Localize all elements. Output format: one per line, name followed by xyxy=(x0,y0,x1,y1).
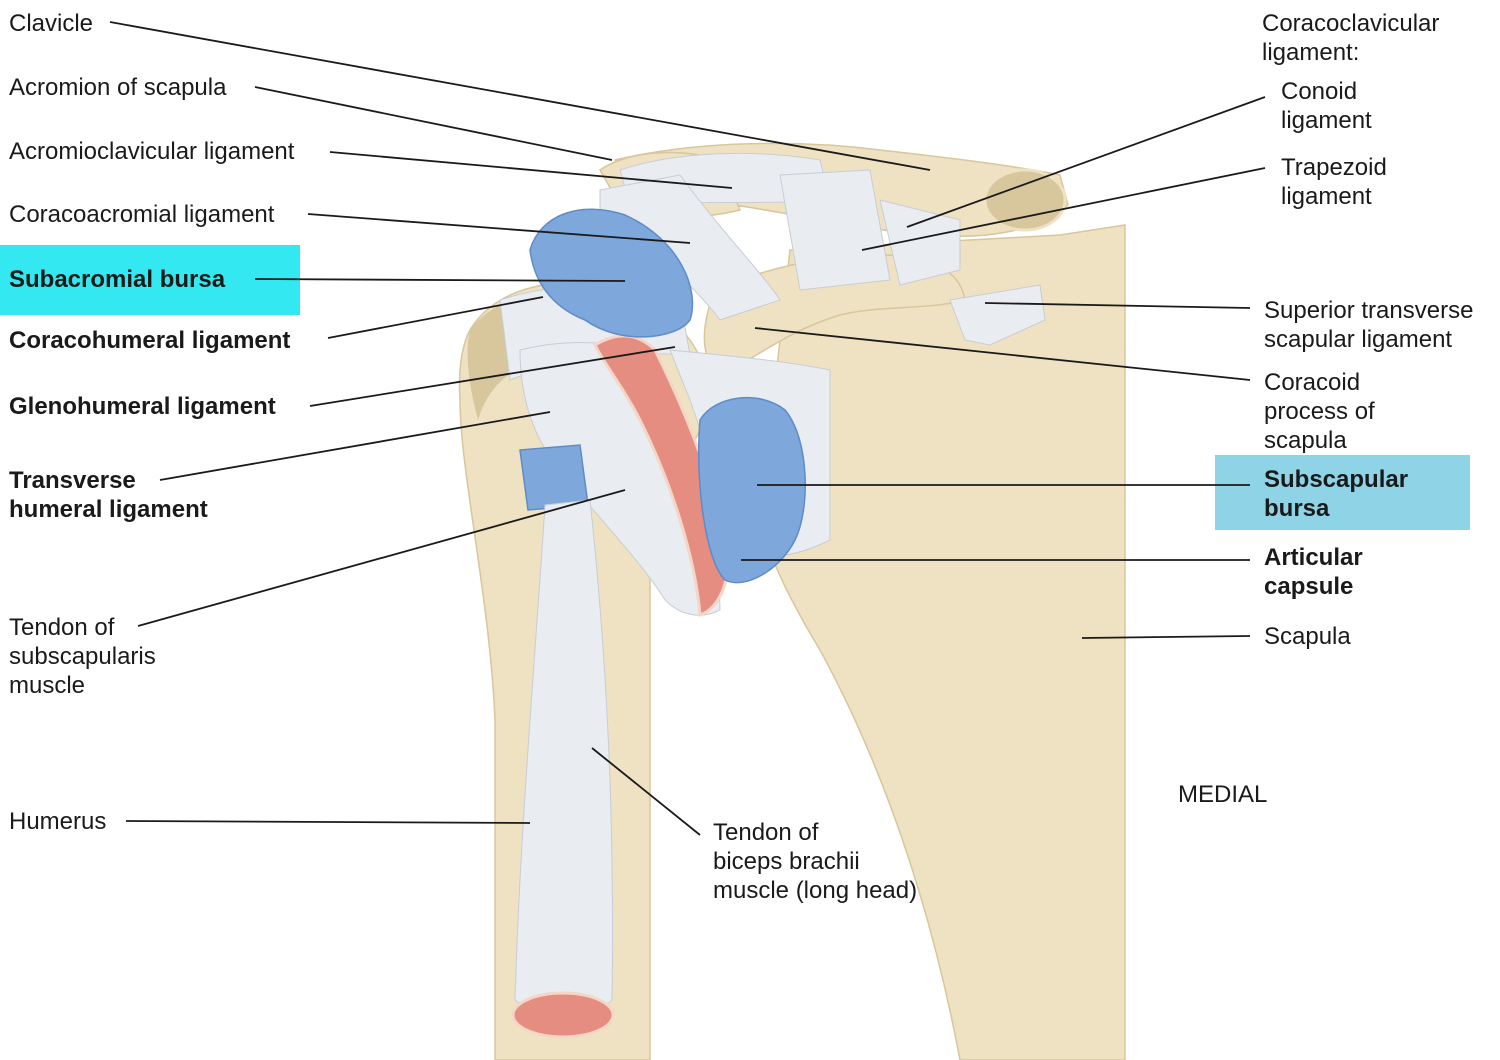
label-transverse-humeral-ligament-line-2: humeral ligament xyxy=(9,496,208,523)
label-superior-transverse-ligament-line-2: scapular ligament xyxy=(1264,326,1453,353)
label-acromion-of-scapula: Acromion of scapula xyxy=(9,73,226,102)
leader-acromioclavicular xyxy=(329,151,733,189)
label-coracoid-process-line-1: Coracoid xyxy=(1264,369,1361,396)
leader-glenohumeral xyxy=(309,346,676,407)
label-tendon-of-subscapularis-line-2: subscapularis xyxy=(9,643,156,670)
subacromial-bursa-highlight xyxy=(0,245,300,315)
label-coracohumeral-ligament-line-1: Coracohumeral ligament xyxy=(9,327,291,354)
leader-coracoid xyxy=(754,327,1251,381)
leader-coracohumeral xyxy=(327,296,544,339)
label-subscapular-bursa-line-2: bursa xyxy=(1264,495,1330,522)
label-medial-line-1: MEDIAL xyxy=(1178,781,1268,808)
subscapular-bursa-highlight xyxy=(1215,455,1470,530)
leader-transverse-humeral xyxy=(159,411,551,481)
label-coracoacromial-ligament-line-1: Coracoacromial ligament xyxy=(9,201,275,228)
label-humerus-line-1: Humerus xyxy=(9,808,107,835)
label-tendon-of-subscapularis-line-3: muscle xyxy=(9,672,86,699)
label-subscapular-bursa-line-1: Subscapular xyxy=(1264,466,1409,493)
leader-subscapularis xyxy=(137,489,626,627)
label-humerus: Humerus xyxy=(9,807,106,836)
label-coracoclavicular-ligament-line-2: ligament: xyxy=(1262,39,1360,66)
label-clavicle-line-1: Clavicle xyxy=(9,10,94,37)
label-acromioclavicular-ligament-line-1: Acromioclavicular ligament xyxy=(9,138,295,165)
label-transverse-humeral-ligament-line-1: Transverse xyxy=(9,467,136,494)
subacromial-bursa-shape xyxy=(529,208,694,338)
transverse-humeral-band xyxy=(519,444,589,511)
label-glenohumeral-ligament: Glenohumeral ligament xyxy=(9,392,276,421)
label-scapula-line-1: Scapula xyxy=(1264,623,1351,650)
conoid-ligament-shape xyxy=(879,199,961,286)
trapezoid-ligament-shape xyxy=(779,169,891,291)
label-acromion-of-scapula-line-1: Acromion of scapula xyxy=(9,74,227,101)
subscapular-bursa-shape xyxy=(698,397,806,584)
leader-trapezoid xyxy=(861,167,1266,251)
leader-biceps xyxy=(591,747,701,836)
label-conoid-ligament-line-1: Conoid xyxy=(1281,78,1358,105)
biceps-tendon-cut xyxy=(511,991,615,1039)
label-tendon-of-biceps-line-3: muscle (long head) xyxy=(713,877,918,904)
leader-clavicle xyxy=(109,21,931,171)
leader-coracoacromial xyxy=(307,213,691,244)
label-coracoid-process-line-2: process of xyxy=(1264,398,1375,425)
clavicle-cut-end xyxy=(983,168,1067,232)
label-trapezoid-ligament-line-1: Trapezoid xyxy=(1281,154,1387,181)
leader-lines xyxy=(109,21,1266,836)
label-trapezoid-ligament-line-2: ligament xyxy=(1281,183,1372,210)
leader-subacromial xyxy=(254,278,626,282)
label-tendon-of-biceps-line-1: Tendon of xyxy=(713,819,819,846)
label-glenohumeral-ligament-line-1: Glenohumeral ligament xyxy=(9,393,276,420)
label-articular-capsule-line-2: capsule xyxy=(1264,573,1354,600)
label-subacromial-bursa-line-1: Subacromial bursa xyxy=(9,266,226,293)
label-tendon-of-biceps-line-2: biceps brachii xyxy=(713,848,860,875)
label-medial: MEDIAL xyxy=(1178,780,1267,809)
label-subacromial-bursa: Subacromial bursa xyxy=(9,265,225,294)
label-conoid-ligament-line-2: ligament xyxy=(1281,107,1372,134)
label-clavicle: Clavicle xyxy=(9,9,93,38)
leader-acromion xyxy=(254,86,613,161)
leader-humerus xyxy=(125,820,531,824)
label-tendon-of-subscapularis-line-1: Tendon of xyxy=(9,614,115,641)
label-coracoacromial-ligament: Coracoacromial ligament xyxy=(9,200,274,229)
leader-superior-transverse xyxy=(984,302,1251,309)
label-articular-capsule-line-1: Articular xyxy=(1264,544,1363,571)
label-superior-transverse-ligament-line-1: Superior transverse xyxy=(1264,297,1474,324)
label-acromioclavicular-ligament: Acromioclavicular ligament xyxy=(9,137,294,166)
label-coracohumeral-ligament: Coracohumeral ligament xyxy=(9,326,290,355)
scapula-shape xyxy=(759,224,1126,1060)
leader-scapula xyxy=(1081,635,1251,639)
leader-conoid xyxy=(906,96,1266,228)
superior-transverse-ligament-shape xyxy=(949,284,1046,346)
label-coracoclavicular-ligament-line-1: Coracoclavicular xyxy=(1262,10,1440,37)
label-scapula: Scapula xyxy=(1264,622,1351,651)
label-coracoid-process-line-3: scapula xyxy=(1264,427,1347,454)
